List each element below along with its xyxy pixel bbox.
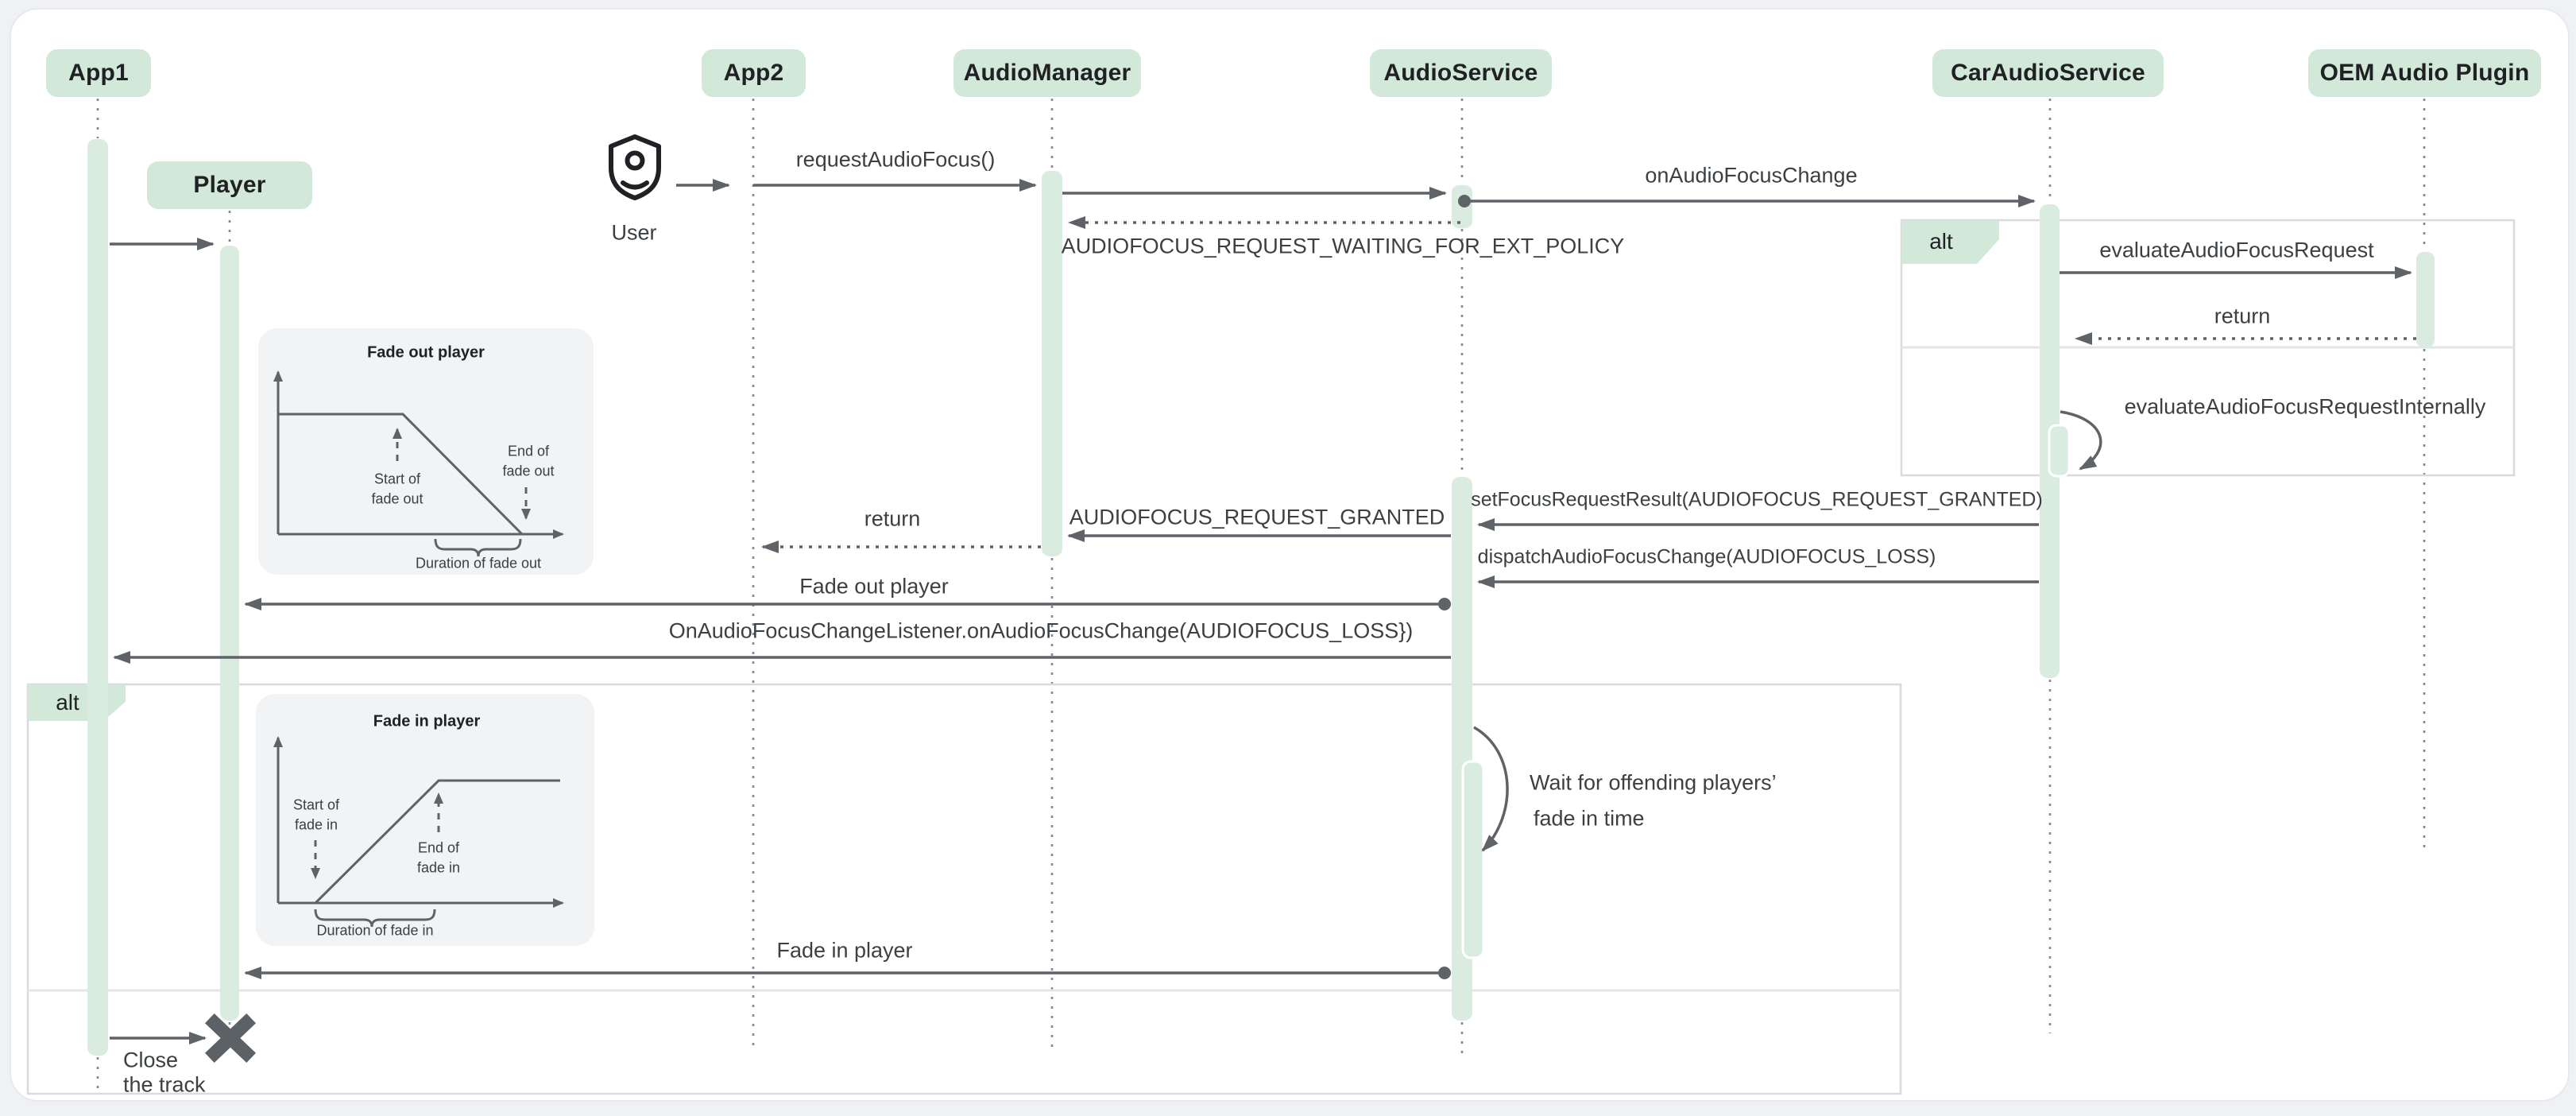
dot-fade-in-player xyxy=(1438,967,1451,979)
fade-in-brace xyxy=(314,909,436,928)
alt-fragment-top xyxy=(1900,219,2516,477)
alt-top-tab xyxy=(1901,220,1999,264)
msg-return-mid: return xyxy=(864,506,921,531)
fade-in-inset xyxy=(256,694,594,946)
fade-out-duration-label: Duration of fade out xyxy=(415,555,542,572)
alt-top-label: alt xyxy=(1929,229,1953,254)
dot-on-audio-focus-change xyxy=(1458,195,1471,207)
note-close-line1: Close xyxy=(123,1048,179,1072)
arrows xyxy=(110,179,2416,1044)
msg-dispatch-change: dispatchAudioFocusChange(AUDIOFOCUS_LOSS… xyxy=(1477,545,1936,568)
fade-out-end-label-2: fade out xyxy=(502,463,555,479)
msg-waiting-policy: AUDIOFOCUS_REQUEST_WAITING_FOR_EXT_POLIC… xyxy=(1061,234,1625,258)
user-icon xyxy=(609,134,661,200)
alt-bottom-label: alt xyxy=(56,690,79,715)
participant-app2: App2 xyxy=(702,49,806,97)
arrow-wait-loop xyxy=(1473,726,1509,852)
fade-in-start-label-2: fade in xyxy=(294,816,338,833)
fade-in-end-label-2: fade in xyxy=(416,859,461,876)
fade-in-duration-label: Duration of fade in xyxy=(316,922,434,939)
destroy-x-icon xyxy=(204,1013,257,1064)
fade-out-start-label-1: Start of xyxy=(373,471,421,487)
fade-out-inset xyxy=(258,328,594,575)
msg-set-focus-result: setFocusRequestResult(AUDIOFOCUS_REQUEST… xyxy=(1471,488,2043,511)
msg-on-change-listener: OnAudioFocusChangeListener.onAudioFocusC… xyxy=(668,618,1414,643)
activation-app1 xyxy=(87,139,108,1056)
participant-audioservice: AudioService xyxy=(1370,49,1552,97)
msg-request-granted: AUDIOFOCUS_REQUEST_GRANTED xyxy=(1069,505,1445,529)
activation-bars xyxy=(87,139,2435,1056)
activation-audiomanager xyxy=(1042,171,1062,556)
activation-oem xyxy=(2416,252,2435,347)
fade-in-start-label-1: Start of xyxy=(292,796,340,813)
fade-out-end-label-1: End of xyxy=(507,443,550,459)
participant-player: Player xyxy=(147,161,312,209)
dot-fade-out-player xyxy=(1438,598,1451,610)
activation-audioservice-nested xyxy=(1461,760,1485,959)
msg-fade-in-player: Fade in player xyxy=(776,938,913,963)
participant-caraudioservice: CarAudioService xyxy=(1932,49,2164,97)
note-close-line2: the track xyxy=(123,1072,206,1097)
participant-oem-plugin: OEM Audio Plugin xyxy=(2308,49,2541,97)
fade-out-brace xyxy=(434,538,522,557)
note-wait-line2: fade in time xyxy=(1534,806,1645,831)
msg-return-top: return xyxy=(2214,304,2271,328)
fade-out-start-label-2: fade out xyxy=(371,490,424,507)
user-label: User xyxy=(611,220,657,245)
msg-evaluate-internally: evaluateAudioFocusRequestInternally xyxy=(2124,394,2486,419)
participant-audiomanager: AudioManager xyxy=(953,49,1141,97)
msg-fade-out-player: Fade out player xyxy=(799,574,949,599)
fade-in-title: Fade in player xyxy=(373,712,481,730)
arrow-evaluate-internally-loop xyxy=(2060,410,2102,471)
msg-on-audio-focus-change: onAudioFocusChange xyxy=(1645,163,1858,188)
activation-caraudioservice-nested xyxy=(2048,424,2071,478)
participant-app1: App1 xyxy=(46,49,151,97)
fade-in-end-label-1: End of xyxy=(417,839,460,856)
msg-request-audio-focus: requestAudioFocus() xyxy=(795,147,996,172)
msg-evaluate-request: evaluateAudioFocusRequest xyxy=(2099,238,2374,262)
fade-out-curve xyxy=(278,413,524,536)
lifelines xyxy=(96,99,2426,1092)
activation-player xyxy=(220,246,239,1021)
note-wait-line1: Wait for offending players’ xyxy=(1530,770,1777,795)
fade-in-curve xyxy=(314,779,560,905)
fade-out-title: Fade out player xyxy=(367,343,485,362)
